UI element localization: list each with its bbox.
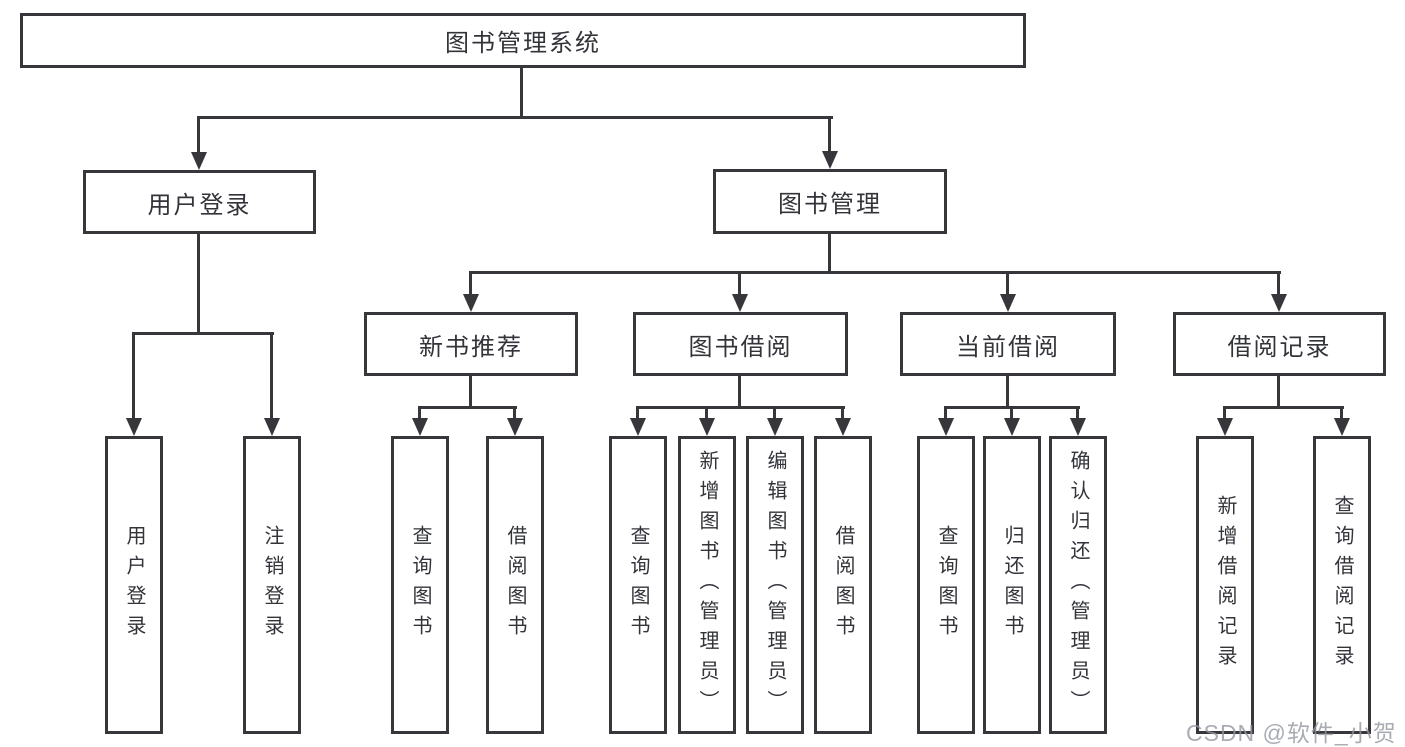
leaf-borrow-search-label: 查询图书 <box>627 525 649 645</box>
arrowhead-cb-confirm <box>1070 418 1086 436</box>
node-book-borrow: 图书借阅 <box>633 312 848 376</box>
connector-book-mgmt-shaft <box>828 116 831 155</box>
leaf-current-search-label: 查询图书 <box>935 525 957 645</box>
node-current-borrow: 当前借阅 <box>900 312 1116 376</box>
leaf-borrow-add-admin-label: 新增图书（管理员） <box>696 450 718 720</box>
arrowhead-newbook <box>463 294 479 312</box>
connector-leaf-login-shaft <box>132 332 135 422</box>
connector-bb-add-shaft <box>705 406 708 422</box>
node-book-borrow-label: 图书借阅 <box>688 333 793 361</box>
arrowhead-cb-search <box>938 418 954 436</box>
leaf-records-search-label: 查询借阅记录 <box>1331 495 1353 675</box>
arrowhead-records <box>1271 294 1287 312</box>
arrowhead-leaf-logout <box>264 418 280 436</box>
connector-userlogin-stub <box>197 232 200 335</box>
connector-cb-return-shaft <box>1010 406 1013 422</box>
leaf-newbook-borrow-label: 借阅图书 <box>504 525 526 645</box>
node-new-book-recommend-label: 新书推荐 <box>419 333 523 361</box>
node-current-borrow-label: 当前借阅 <box>956 333 1060 361</box>
leaf-borrow-edit-admin-label: 编辑图书（管理员） <box>764 450 786 720</box>
leaf-current-search: 查询图书 <box>917 436 975 734</box>
arrowhead-nb-borrow <box>507 418 523 436</box>
arrowhead-nb-search <box>412 418 428 436</box>
arrowhead-bookborrow <box>732 294 748 312</box>
csdn-watermark: CSDN @软件_小贺同学 <box>1186 720 1397 746</box>
connector-nb-search-shaft <box>418 406 421 422</box>
connector-bb-hline <box>636 406 845 409</box>
node-new-book-recommend: 新书推荐 <box>364 312 578 376</box>
leaf-borrow-add-admin: 新增图书（管理员） <box>678 436 736 734</box>
node-borrow-records-label: 借阅记录 <box>1227 333 1332 361</box>
connector-bookborrow-shaft <box>738 271 741 298</box>
arrowhead-leaf-login <box>126 418 142 436</box>
arrowhead-br-search <box>1334 418 1350 436</box>
leaf-newbook-borrow: 借阅图书 <box>486 436 544 734</box>
connector-newbook-hline <box>418 406 517 409</box>
leaf-current-return-label: 归还图书 <box>1001 525 1023 645</box>
leaf-newbook-search: 查询图书 <box>391 436 449 734</box>
leaf-logout: 注销登录 <box>243 436 301 734</box>
arrowhead-br-add <box>1217 418 1233 436</box>
leaf-borrow-borrow: 借阅图书 <box>814 436 872 734</box>
leaf-newbook-search-label: 查询图书 <box>409 525 431 645</box>
connector-br-stub <box>1277 374 1280 409</box>
connector-bb-edit-shaft <box>773 406 776 422</box>
connector-currentborrow-shaft <box>1006 271 1009 298</box>
leaf-current-return: 归还图书 <box>983 436 1041 734</box>
connector-br-search-shaft <box>1340 406 1343 422</box>
node-book-management: 图书管理 <box>713 169 947 234</box>
leaf-records-add-label: 新增借阅记录 <box>1214 495 1236 675</box>
arrowhead-bb-search <box>630 418 646 436</box>
leaf-user-login: 用户登录 <box>105 436 163 734</box>
connector-cb-search-shaft <box>944 406 947 422</box>
leaf-logout-label: 注销登录 <box>261 525 283 645</box>
leaf-current-confirm-admin-label: 确认归还（管理员） <box>1067 450 1089 720</box>
connector-user-login-shaft <box>197 116 200 156</box>
leaf-borrow-search: 查询图书 <box>609 436 667 734</box>
node-user-login-label: 用户登录 <box>147 191 252 219</box>
connector-l3-hline <box>469 271 1281 274</box>
leaf-user-login-label: 用户登录 <box>123 525 145 645</box>
node-user-login: 用户登录 <box>83 170 316 234</box>
arrowhead-cb-return <box>1004 418 1020 436</box>
node-borrow-records: 借阅记录 <box>1173 312 1386 376</box>
connector-newbook-shaft <box>469 271 472 298</box>
node-root: 图书管理系统 <box>20 13 1026 68</box>
connector-nb-borrow-shaft <box>513 406 516 422</box>
leaf-borrow-edit-admin: 编辑图书（管理员） <box>746 436 804 734</box>
connector-bb-stub <box>738 374 741 409</box>
arrowhead-bb-add <box>699 418 715 436</box>
connector-bookmgmt-stub <box>828 232 831 274</box>
connector-cb-stub <box>1006 374 1009 409</box>
connector-newbook-stub <box>469 374 472 409</box>
leaf-records-search: 查询借阅记录 <box>1313 436 1371 734</box>
leaf-borrow-borrow-label: 借阅图书 <box>832 525 854 645</box>
connector-bb-borrow-shaft <box>841 406 844 422</box>
connector-l1-hline <box>197 116 833 119</box>
connector-bb-search-shaft <box>636 406 639 422</box>
leaf-current-confirm-admin: 确认归还（管理员） <box>1049 436 1107 734</box>
arrowhead-currentborrow <box>1000 294 1016 312</box>
connector-leaf-logout-shaft <box>270 332 273 422</box>
connector-userlogin-hline <box>132 332 274 335</box>
arrowhead-user-login <box>191 152 207 170</box>
node-root-label: 图书管理系统 <box>445 30 601 57</box>
node-book-management-label: 图书管理 <box>778 191 882 218</box>
arrowhead-bb-borrow <box>835 418 851 436</box>
arrowhead-book-mgmt <box>822 151 838 169</box>
leaf-records-add: 新增借阅记录 <box>1196 436 1254 734</box>
arrowhead-bb-edit <box>767 418 783 436</box>
connector-br-hline <box>1223 406 1344 409</box>
connector-records-shaft <box>1277 271 1280 298</box>
connector-br-add-shaft <box>1223 406 1226 422</box>
connector-cb-confirm-shaft <box>1076 406 1079 422</box>
connector-root-stub <box>520 66 523 118</box>
